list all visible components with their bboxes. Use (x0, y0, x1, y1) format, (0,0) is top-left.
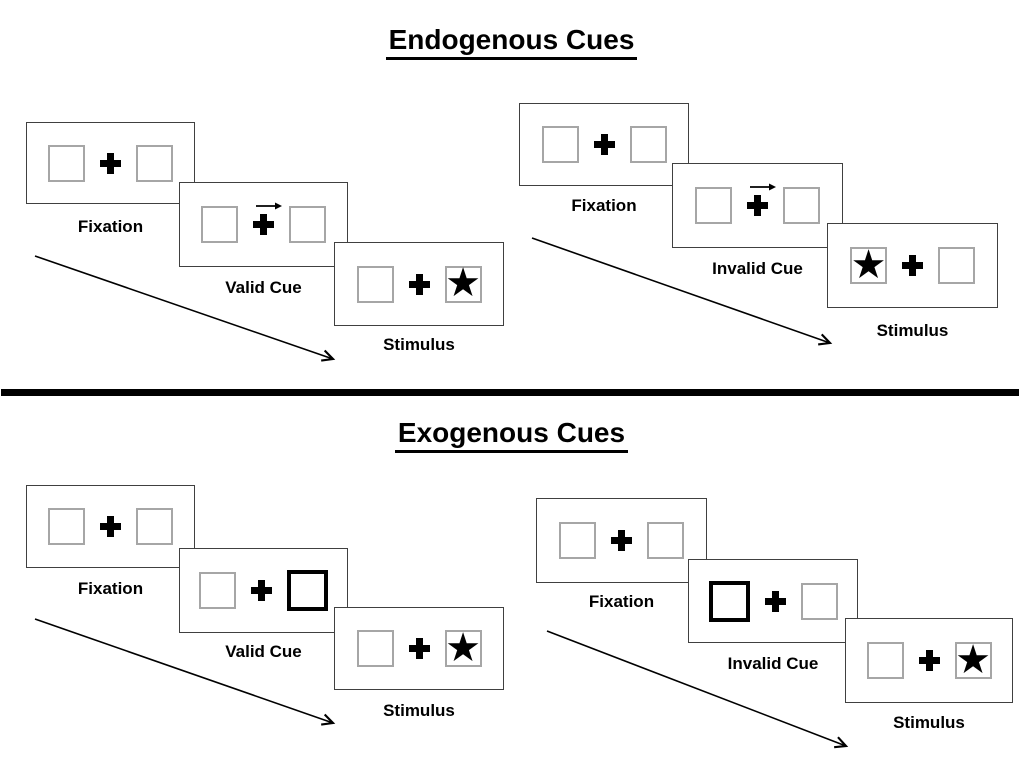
panel-label-fixation: Fixation (77, 217, 144, 236)
plus-icon (918, 650, 940, 671)
panel-label-stimulus: Stimulus (876, 321, 949, 340)
right-box (629, 126, 667, 163)
left-box-cue-highlight (708, 580, 750, 622)
left-box (199, 572, 236, 609)
endogenous-section-title: Endogenous Cues (0, 24, 1023, 60)
exo-invalid-cue-panel (688, 559, 858, 643)
fixation-symbol (408, 638, 430, 659)
left-box (559, 522, 596, 559)
panel-label-stimulus: Stimulus (893, 713, 965, 732)
endo-valid-stimulus-panel: ★ (334, 242, 504, 326)
left-box (48, 508, 85, 545)
star-icon: ★ (850, 241, 887, 288)
left-box (541, 126, 579, 163)
right-box (136, 508, 173, 545)
plus-icon (253, 214, 274, 235)
panel-label-fixation: Fixation (77, 579, 144, 598)
cue-arrow-right-icon (750, 183, 776, 191)
fixation-symbol (764, 590, 786, 612)
section-divider (1, 389, 1019, 396)
star-icon: ★ (445, 260, 481, 306)
plus-icon (251, 580, 272, 601)
left-box (201, 206, 238, 243)
right-box (938, 247, 975, 284)
panel-label-valid-cue: Valid Cue (225, 278, 302, 297)
fixation-symbol (902, 255, 923, 276)
left-box-with-target: ★ (850, 241, 887, 288)
plus-icon (100, 516, 121, 537)
panel-label-fixation: Fixation (571, 196, 637, 215)
endo-invalid-cue-panel (672, 163, 843, 248)
plus-icon (408, 273, 430, 295)
timeline-arrow (34, 618, 336, 726)
exo-invalid-fixation-panel (536, 498, 707, 583)
star-icon: ★ (955, 636, 991, 683)
plus-icon (747, 195, 768, 216)
panel-label-invalid-cue: Invalid Cue (712, 259, 803, 278)
exogenous-section-title: Exogenous Cues (0, 417, 1023, 453)
exo-valid-stimulus-panel: ★ (334, 607, 504, 690)
right-box-with-target: ★ (444, 260, 482, 306)
exogenous-title-text: Exogenous Cues (394, 417, 629, 453)
right-box-with-target: ★ (954, 636, 992, 683)
right-box (647, 522, 684, 559)
timeline-arrow (546, 630, 849, 749)
fixation-symbol (100, 516, 121, 537)
cue-symbol (253, 202, 282, 235)
panel-label-stimulus: Stimulus (383, 701, 455, 720)
timeline-arrow (531, 237, 833, 346)
panel-label-valid-cue: Valid Cue (225, 642, 302, 661)
fixation-symbol (593, 134, 615, 155)
right-box-with-target: ★ (444, 624, 482, 671)
left-box (695, 187, 732, 224)
plus-icon (593, 134, 615, 155)
fixation-symbol (251, 580, 272, 601)
endogenous-title-text: Endogenous Cues (385, 24, 638, 60)
exo-invalid-stimulus-panel: ★ (845, 618, 1013, 703)
panel-label-fixation: Fixation (588, 592, 655, 611)
plus-icon (764, 590, 786, 612)
left-box (48, 144, 85, 182)
right-box (289, 206, 326, 243)
exo-valid-fixation-panel (26, 485, 195, 568)
cue-arrow-right-icon (256, 202, 282, 210)
plus-icon (100, 152, 121, 174)
left-box (866, 642, 904, 679)
cue-symbol (747, 183, 776, 216)
fixation-symbol (611, 530, 632, 551)
panel-label-invalid-cue: Invalid Cue (727, 654, 819, 673)
plus-icon (408, 638, 430, 659)
timeline-arrow (34, 255, 336, 362)
endo-valid-fixation-panel (26, 122, 195, 204)
panel-label-stimulus: Stimulus (383, 335, 455, 354)
exo-valid-cue-panel (179, 548, 348, 633)
endo-invalid-fixation-panel (519, 103, 689, 186)
right-box (783, 187, 820, 224)
right-box (800, 582, 838, 620)
plus-icon (902, 255, 923, 276)
star-icon: ★ (445, 624, 481, 671)
fixation-symbol (918, 650, 940, 671)
fixation-symbol (100, 152, 121, 174)
left-box (356, 265, 394, 303)
left-box (356, 630, 394, 667)
right-box (136, 144, 173, 182)
endo-invalid-stimulus-panel: ★ (827, 223, 998, 308)
plus-icon (611, 530, 632, 551)
right-box-cue-highlight (287, 570, 328, 611)
fixation-symbol (408, 273, 430, 295)
endo-valid-cue-panel (179, 182, 348, 267)
